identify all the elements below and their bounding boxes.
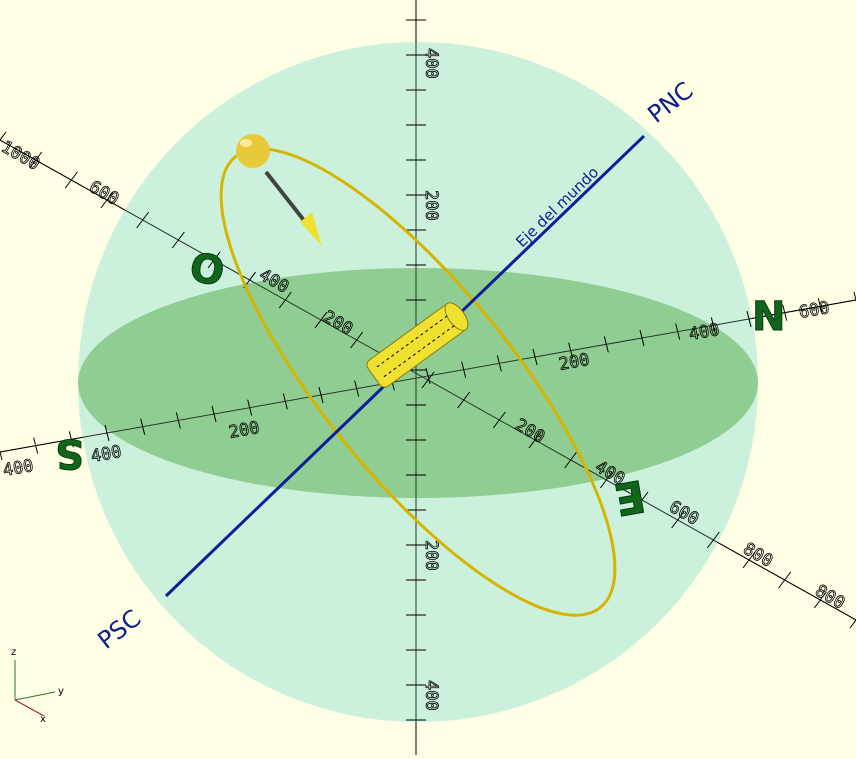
- cylinder-icon: [366, 302, 469, 388]
- axis-tick: [742, 551, 756, 569]
- axis-tick: [568, 342, 574, 359]
- axis-tick: [314, 311, 328, 329]
- vertical-tick-label: 200: [421, 190, 441, 221]
- axis-tick: [528, 431, 542, 449]
- axis-tick: [710, 317, 716, 334]
- arrow-icon: [264, 170, 322, 246]
- ns-tick-label: 600: [797, 298, 831, 323]
- axis-tick: [532, 348, 538, 366]
- axis-tick: [813, 591, 827, 609]
- axis-tick: [350, 331, 364, 349]
- sun-daily-path: [219, 147, 617, 617]
- axis-tick: [746, 310, 752, 328]
- axis-tick: [171, 231, 185, 249]
- axis-tick: [421, 371, 435, 389]
- axis-tick: [211, 405, 217, 423]
- ns-tick-label: 400: [1, 456, 35, 481]
- cardinal-south-label: S: [55, 430, 84, 476]
- axis-tick: [496, 355, 502, 372]
- axis-tick: [0, 131, 7, 141]
- ew-tick-label: 800: [740, 539, 777, 572]
- axis-tick: [425, 367, 431, 385]
- axis-tick: [457, 391, 471, 409]
- axis-tick: [100, 191, 114, 209]
- axis-tick: [671, 511, 685, 529]
- axis-tick: [175, 412, 181, 429]
- axis-tick: [639, 329, 645, 347]
- axis-tick: [849, 619, 856, 629]
- axis-tick: [282, 393, 288, 410]
- ew-tick-label: 600: [86, 177, 123, 210]
- axis-tick: [247, 399, 253, 416]
- axis-indicator-y: y: [58, 686, 64, 697]
- pole-north-label: PNC: [642, 76, 698, 128]
- axis-tick: [675, 323, 681, 340]
- axis-tick: [29, 151, 43, 169]
- axis-tick: [0, 449, 3, 461]
- axis-tick: [853, 291, 856, 303]
- axis-tick: [64, 171, 78, 189]
- axis-tick: [778, 571, 792, 589]
- ew-tick-label: 1000: [0, 137, 43, 175]
- axis-tick: [318, 386, 324, 404]
- axis-indicator-z: z: [11, 647, 16, 658]
- sun-sphere-icon: [236, 134, 270, 168]
- axis-tick: [817, 298, 823, 315]
- axis-tick: [278, 291, 292, 309]
- axis-tick: [492, 411, 506, 429]
- axes-orientation-indicator: z y x: [11, 647, 64, 725]
- axis-tick: [603, 336, 609, 353]
- axis-indicator-x: x: [40, 714, 46, 725]
- axis-tick: [706, 531, 720, 549]
- axis-tick: [207, 251, 221, 269]
- vertical-tick-label: 400: [421, 680, 441, 711]
- axis-tick: [104, 424, 110, 442]
- axis-tick: [33, 437, 39, 454]
- cardinal-west-label: O: [186, 245, 227, 296]
- vertical-tick-label: 200: [421, 540, 441, 571]
- axis-tick: [461, 361, 467, 378]
- axis-tick: [564, 451, 578, 469]
- horizon-plane: [78, 268, 758, 498]
- axis-tick: [68, 431, 74, 448]
- vertical-tick-label: 400: [421, 48, 441, 79]
- ew-tick-label: 800: [812, 581, 849, 614]
- cardinal-north-label: N: [752, 294, 785, 340]
- axis-tick: [635, 491, 649, 509]
- axis-tick: [136, 211, 150, 229]
- axis-tick: [354, 380, 360, 397]
- axis-tick: [782, 304, 788, 321]
- pole-south-label: PSC: [92, 604, 146, 655]
- axis-tick: [599, 471, 613, 489]
- axis-tick: [140, 418, 146, 435]
